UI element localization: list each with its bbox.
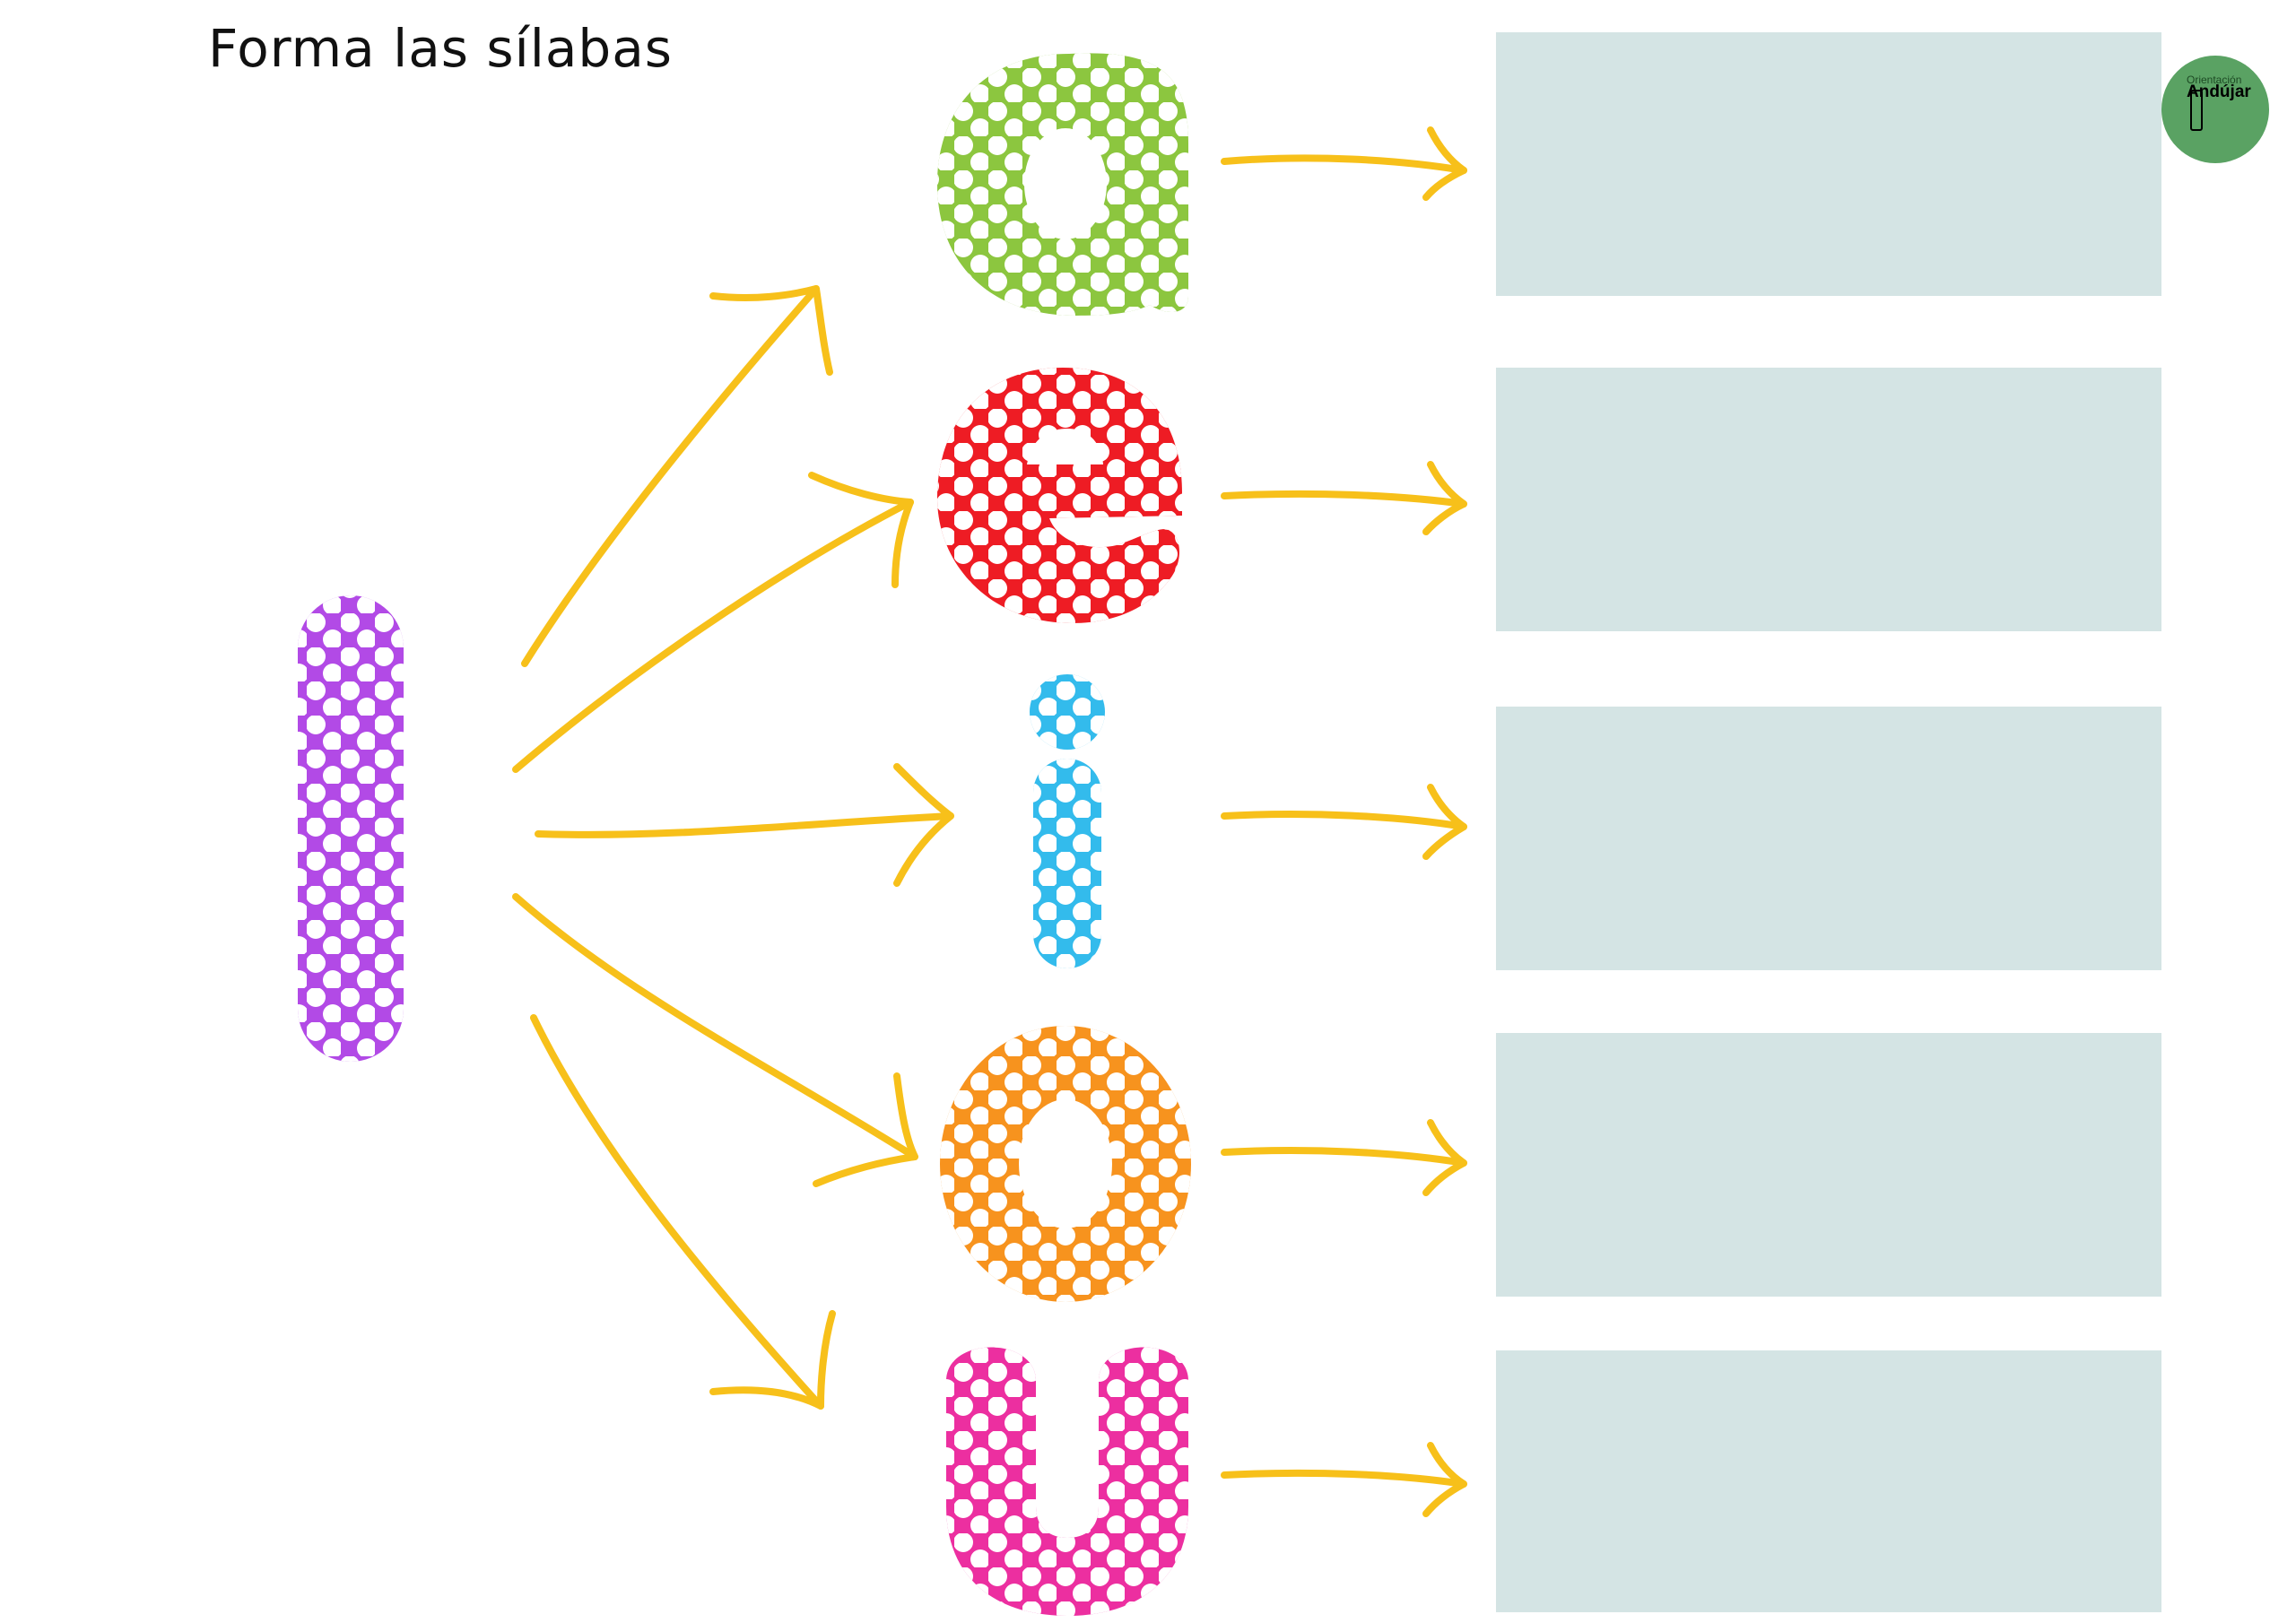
arrow-i-to-box xyxy=(1221,784,1467,860)
pencil-icon xyxy=(2190,90,2203,131)
arrows-left xyxy=(512,285,954,1410)
arrow-l-to-a xyxy=(521,285,833,667)
arrow-u-to-box xyxy=(1221,1442,1467,1517)
letter-u xyxy=(946,1347,1188,1616)
letter-i xyxy=(1030,674,1105,968)
answer-box-u[interactable] xyxy=(1496,1350,2161,1612)
arrow-l-to-e xyxy=(512,472,914,773)
logo: Orientación Andújar xyxy=(2161,56,2269,163)
letter-e xyxy=(937,368,1182,623)
logo-line1: Orientación xyxy=(2187,74,2242,86)
letter-l xyxy=(298,595,404,1062)
letter-o xyxy=(940,1026,1191,1302)
page-title: Forma las sílabas xyxy=(208,18,673,79)
arrows-right xyxy=(1221,126,1467,1517)
arrow-o-to-box xyxy=(1221,1119,1467,1196)
arrow-a-to-box xyxy=(1221,126,1467,201)
answer-box-i[interactable] xyxy=(1496,707,2161,970)
answer-box-o[interactable] xyxy=(1496,1033,2161,1297)
answer-box-e[interactable] xyxy=(1496,368,2161,631)
letter-a xyxy=(937,53,1188,316)
arrow-l-to-o xyxy=(512,893,918,1187)
arrow-l-to-u xyxy=(530,1014,836,1410)
arrow-e-to-box xyxy=(1221,461,1467,535)
answer-box-a[interactable] xyxy=(1496,32,2161,296)
arrow-l-to-i xyxy=(535,763,954,887)
